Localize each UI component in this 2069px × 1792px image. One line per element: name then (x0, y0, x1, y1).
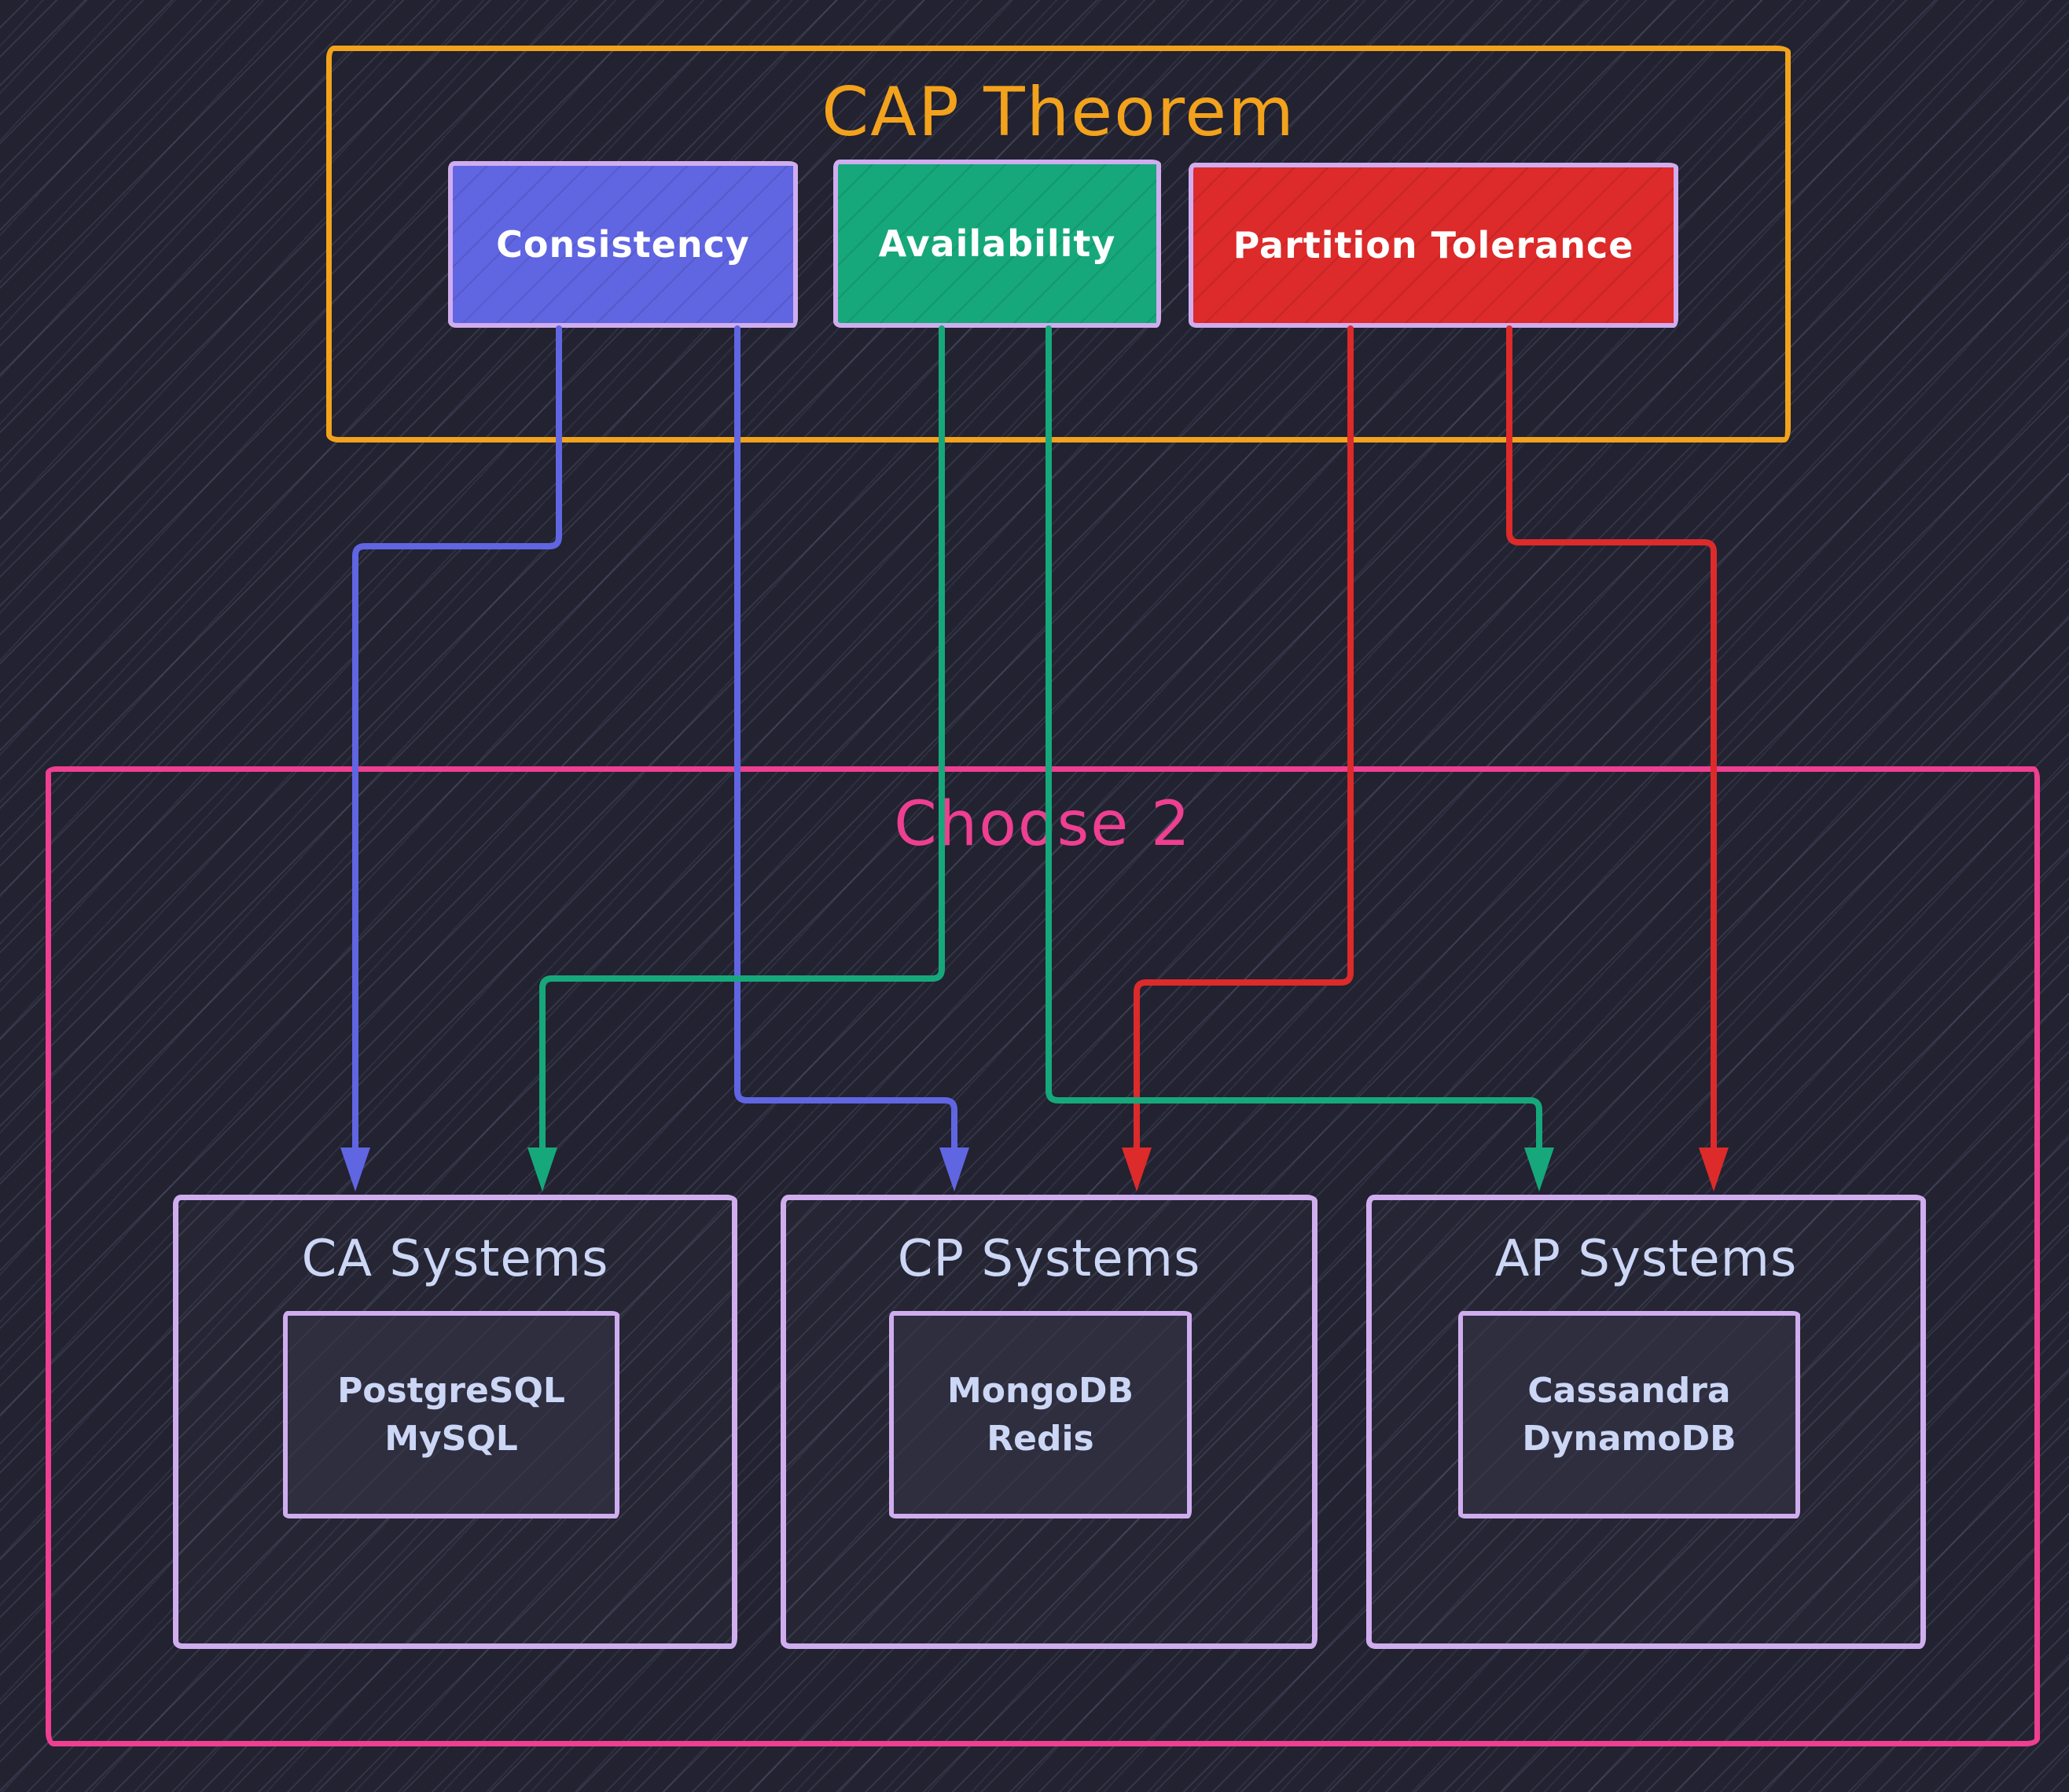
availability-label: Availability (878, 222, 1116, 265)
choose-2-container: Choose 2 CA Systems PostgreSQL MySQL CP … (46, 766, 2040, 1746)
ca-systems-title: CA Systems (301, 1230, 609, 1288)
ap-database-label: DynamoDB (1522, 1419, 1736, 1459)
availability-box: Availability (833, 160, 1161, 328)
ap-database-label: Cassandra (1527, 1371, 1731, 1411)
ca-systems-box: CA Systems PostgreSQL MySQL (173, 1195, 737, 1649)
cap-theorem-title: CAP Theorem (821, 73, 1295, 152)
consistency-label: Consistency (496, 223, 750, 266)
cp-systems-title: CP Systems (897, 1230, 1201, 1288)
cp-database-label: Redis (987, 1419, 1094, 1459)
ap-systems-box: AP Systems Cassandra DynamoDB (1366, 1195, 1926, 1649)
consistency-box: Consistency (448, 161, 798, 328)
ca-databases-box: PostgreSQL MySQL (283, 1311, 619, 1518)
ca-database-label: PostgreSQL (337, 1371, 565, 1411)
cp-systems-box: CP Systems MongoDB Redis (781, 1195, 1317, 1649)
ca-database-label: MySQL (384, 1419, 518, 1459)
cp-databases-box: MongoDB Redis (889, 1311, 1192, 1518)
cp-database-label: MongoDB (946, 1371, 1134, 1411)
ap-systems-title: AP Systems (1494, 1230, 1798, 1288)
ap-databases-box: Cassandra DynamoDB (1458, 1311, 1800, 1518)
partition-tolerance-label: Partition Tolerance (1233, 224, 1634, 266)
partition-tolerance-box: Partition Tolerance (1189, 163, 1678, 328)
cap-theorem-container: CAP Theorem Consistency Availability Par… (326, 46, 1791, 442)
choose-2-title: Choose 2 (894, 789, 1192, 860)
